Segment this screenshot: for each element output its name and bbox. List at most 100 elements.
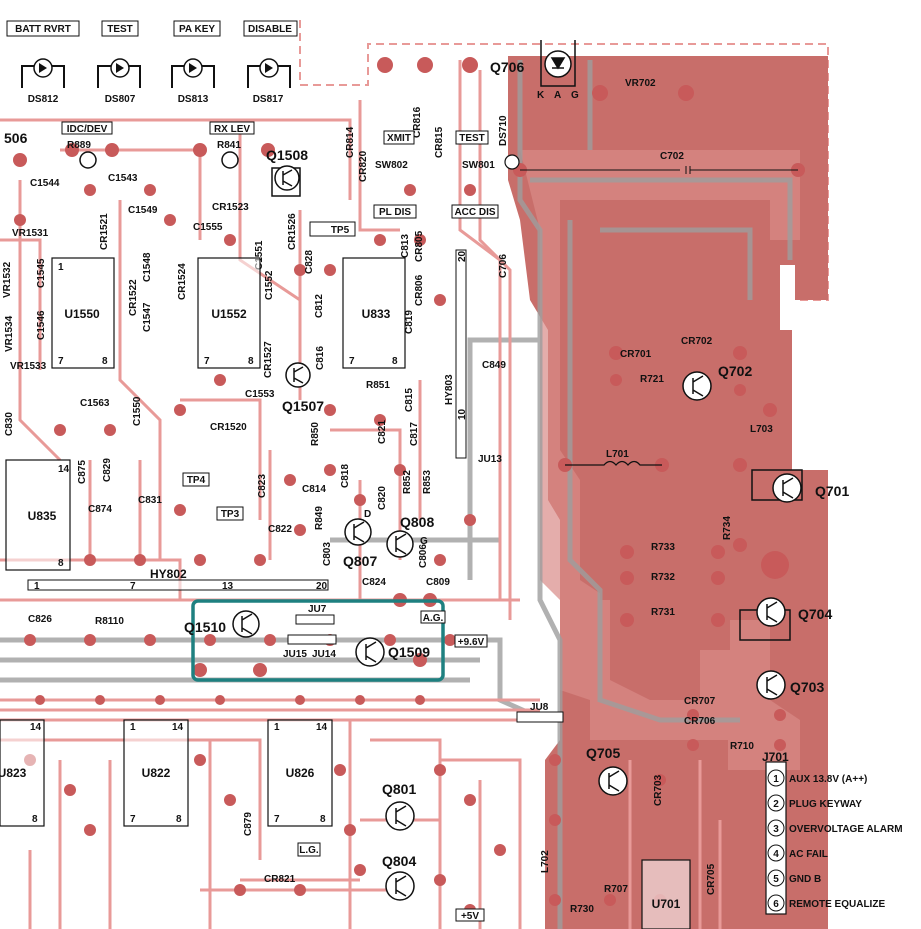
- tp4-label: TP4: [187, 475, 206, 486]
- c809-label: C809: [426, 577, 450, 588]
- hy802-pin20: 20: [316, 581, 328, 592]
- l703-label: L703: [750, 424, 773, 435]
- c820-label: C820: [377, 486, 388, 510]
- c817-label: C817: [409, 422, 420, 446]
- c822-label: C822: [268, 524, 292, 535]
- q706-pin-a: A: [554, 90, 561, 101]
- r849-label: R849: [314, 506, 325, 530]
- c1546-label: C1546: [36, 310, 47, 340]
- j701-pin-label: AUX 13.8V (A++): [789, 774, 867, 785]
- cr815-label: CR815: [434, 126, 445, 158]
- hy802-pin1: 1: [34, 581, 40, 592]
- ds710-label: DS710: [498, 115, 509, 146]
- q702-label: Q702: [718, 363, 752, 379]
- cr806-label: CR806: [414, 274, 425, 306]
- l701-label: L701: [606, 449, 629, 460]
- q808-pin-d: D: [364, 509, 371, 520]
- r733-label: R733: [651, 542, 675, 553]
- q701-label: Q701: [815, 483, 849, 499]
- u822-label: U822: [142, 766, 171, 780]
- u701-label: U701: [652, 897, 681, 911]
- c824-label: C824: [362, 577, 386, 588]
- c706-label: C706: [498, 254, 509, 278]
- j701-pin-label: REMOTE EQUALIZE: [789, 899, 885, 910]
- hy803-pin20: 20: [457, 250, 468, 262]
- u823-pin8: 8: [32, 814, 38, 825]
- ju7-label: JU7: [308, 604, 327, 615]
- j701-pin-list: 1 AUX 13.8V (A++) 2 PLUG KEYWAY 3 OVERVO…: [767, 769, 903, 912]
- vr702-label: VR702: [625, 78, 656, 89]
- u826-pin1: 1: [274, 722, 280, 733]
- j701-pin-number: 4: [773, 849, 779, 860]
- j701-label: J701: [762, 750, 789, 764]
- c815-label: C815: [404, 388, 415, 412]
- j701-pin-label: PLUG KEYWAY: [789, 799, 862, 810]
- c879-label: C879: [243, 812, 254, 836]
- test-box-label: TEST: [459, 133, 485, 144]
- j701-pin-label: GND B: [789, 874, 821, 885]
- q808-label: Q808: [400, 514, 434, 530]
- hy802-pin13: 13: [222, 581, 234, 592]
- ds812-label: DS812: [28, 94, 59, 105]
- cr821-label: CR821: [264, 874, 296, 885]
- sw802-label: SW802: [375, 160, 408, 171]
- c812-label: C812: [314, 294, 325, 318]
- u1550-pin7: 7: [58, 356, 64, 367]
- c819-label: C819: [404, 310, 415, 334]
- c829-label: C829: [102, 458, 113, 482]
- j701-pin-2: 2 PLUG KEYWAY: [767, 794, 862, 812]
- u835-label: U835: [28, 509, 57, 523]
- c831-label: C831: [138, 495, 162, 506]
- c702-label: C702: [660, 151, 684, 162]
- u826-pin8: 8: [320, 814, 326, 825]
- cr705-label: CR705: [706, 863, 717, 895]
- l702-label: L702: [540, 850, 551, 873]
- q1508-symbol: [271, 165, 301, 197]
- c1553-label: C1553: [245, 389, 275, 400]
- lower-left-components: U823 14 8 U822 1 14 7 8 U826 1 14 7 8 C8…: [0, 719, 485, 922]
- q804-symbol: [385, 871, 415, 901]
- cr703-label: CR703: [653, 774, 664, 806]
- r841-label: R841: [217, 140, 241, 151]
- q703-label: Q703: [790, 679, 824, 695]
- q506-label: 506: [4, 130, 28, 146]
- j701-pin-3: 3 OVERVOLTAGE ALARM: [767, 819, 903, 837]
- u833-pin7: 7: [349, 356, 355, 367]
- hy802-pin7: 7: [130, 581, 136, 592]
- cr814-label: CR814: [345, 126, 356, 158]
- q807-label: Q807: [343, 553, 377, 569]
- q702-symbol: [682, 371, 712, 401]
- u835-pin8: 8: [58, 558, 64, 569]
- u833-label: U833: [362, 307, 391, 321]
- pa-key-label: PA KEY: [179, 24, 215, 35]
- q703-symbol: [756, 670, 786, 700]
- q1510-label: Q1510: [184, 619, 226, 635]
- highlighted-components: Q1510 JU7 JU15 JU14 Q1509 A.G. +9.6V: [184, 604, 488, 667]
- q807-symbol: [344, 518, 372, 546]
- vr1533-label: VR1533: [10, 361, 47, 372]
- u823-pin14: 14: [30, 722, 42, 733]
- q705-label: Q705: [586, 745, 620, 761]
- u826-pin14: 14: [316, 722, 328, 733]
- c1552-label: C1552: [264, 270, 275, 300]
- u823-label: U823: [0, 766, 27, 780]
- c813-label: C813: [400, 234, 411, 258]
- cr1524-label: CR1524: [177, 263, 188, 300]
- ju13-label: JU13: [478, 454, 502, 465]
- c806-label: C806: [418, 544, 429, 568]
- q1507-label: Q1507: [282, 398, 324, 414]
- top-leds: BATT RVRT TEST PA KEY DISABLE DS812 DS80…: [6, 20, 298, 105]
- u822-pin8: 8: [176, 814, 182, 825]
- j701-pin-5: 5 GND B: [767, 869, 821, 887]
- q706-pin-k: K: [537, 90, 545, 101]
- lg-label: L.G.: [299, 845, 319, 856]
- q804-label: Q804: [382, 853, 416, 869]
- cr706-label: CR706: [684, 716, 716, 727]
- r851-label: R851: [366, 380, 390, 391]
- r730-label: R730: [570, 904, 594, 915]
- q808-pin-g: G: [420, 536, 428, 547]
- cr1522-label: CR1522: [128, 279, 139, 316]
- c803-label: C803: [322, 542, 333, 566]
- q706-label: Q706: [490, 59, 524, 75]
